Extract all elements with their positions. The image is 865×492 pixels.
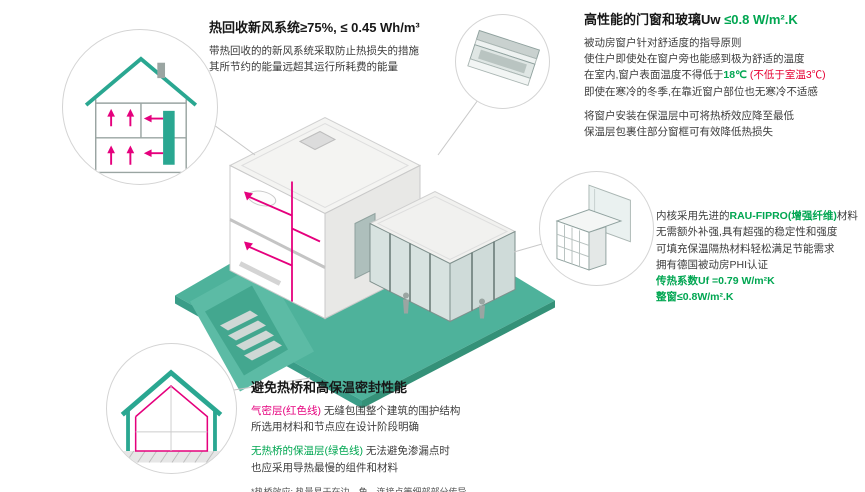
windows-line-2: 使住户即使处在窗户旁也能感到极为舒适的温度 xyxy=(584,53,805,66)
windows-title: 高性能的门窗和玻璃Uw ≤0.8 W/m².K xyxy=(584,12,860,29)
ventilation-line-2: 其所节约的能量远超其运行所耗费的能量 xyxy=(209,61,398,74)
windows-title-black: 高性能的门窗和玻璃Uw xyxy=(584,12,725,27)
callout-thermal-circle xyxy=(106,343,237,474)
house-illustration xyxy=(175,116,555,409)
windows-line-1: 被动房窗户针对舒适度的指导原则 xyxy=(584,36,742,49)
thermal-line-2: 所选用材料和节点应在设计阶段明确 xyxy=(251,421,419,434)
thermal-line-1: 气密层(红色线) 无缝包围整个建筑的围护结构 xyxy=(251,403,563,419)
windows-line-3-pre: 在室内,窗户表面温度不得低于 xyxy=(584,69,724,82)
thermal-line-3: 无热桥的保温层(绿色线) 无法避免渗漏点时 xyxy=(251,443,563,459)
profile-line-5: 传热系数Uf =0.79 W/m²K xyxy=(656,275,775,288)
spacer xyxy=(584,100,860,108)
profile-line-6: 整窗≤0.8W/m².K xyxy=(656,291,734,304)
thermal-line-1-red: 气密层(红色线) xyxy=(251,404,321,417)
profile-text-block: 内核采用先进的RAU-FIPRO(增强纤维)材料 无需额外补强,具有超强的稳定性… xyxy=(656,208,860,306)
thermal-line-1-rest: 无缝包围整个建筑的围护结构 xyxy=(321,404,461,417)
thermal-line-3-rest: 无法避免渗漏点时 xyxy=(363,445,450,458)
ventilation-ducts xyxy=(244,181,321,302)
profile-line-1-post: 材料 xyxy=(836,210,858,222)
thermal-line-3-green: 无热桥的保温层(绿色线) xyxy=(251,445,363,458)
callout-profile-circle xyxy=(539,171,654,286)
windows-line-3: 在室内,窗户表面温度不得低于18℃ (不低于室温3℃) xyxy=(584,67,860,83)
ventilation-title: 热回收新风系统≥75%, ≤ 0.45 Wh/m³ xyxy=(209,20,420,35)
thermal-line-4: 也应采用导热最慢的组件和材料 xyxy=(251,461,398,474)
thermal-text-block: 避免热桥和高保温密封性能 气密层(红色线) 无缝包围整个建筑的围护结构 所选用材… xyxy=(251,380,563,492)
garden-stairs xyxy=(220,310,282,361)
windows-line-4: 即使在寒冷的冬季,在靠近窗户部位也无寒冷不适感 xyxy=(584,85,818,98)
glass-wing xyxy=(368,190,517,323)
profile-line-1: 内核采用先进的RAU-FIPRO(增强纤维)材料 xyxy=(656,208,860,224)
ventilation-line-1: 带热回收的的新风系统采取防止热损失的措施 xyxy=(209,44,419,57)
thermal-title: 避免热桥和高保温密封性能 xyxy=(251,380,408,395)
thermal-footnote: *热桥效应: 热量易于在边、角、连接点等细部部分传导 xyxy=(251,486,467,492)
profile-line-1-green: RAU-FIPRO(增强纤维) xyxy=(729,210,837,222)
thermal-section-icon xyxy=(120,369,223,463)
profile-line-2: 无需额外补强,具有超强的稳定性和强度 xyxy=(656,226,838,239)
windows-line-3-red: (不低于室温3℃) xyxy=(746,69,826,82)
windows-line-3-green: 18℃ xyxy=(723,69,747,82)
windows-line-6: 保温层包裹住部分窗框可有效降低热损失 xyxy=(584,126,773,139)
windows-title-green: ≤0.8 W/m².K xyxy=(724,12,798,27)
people-figures xyxy=(403,292,485,319)
windows-text-block: 高性能的门窗和玻璃Uw ≤0.8 W/m².K 被动房窗户针对舒适度的指导原则 … xyxy=(584,12,860,140)
ventilation-section-icon xyxy=(84,56,198,174)
windows-line-5: 将窗户安装在保温层中可将热桥效应降至最低 xyxy=(584,109,794,122)
callout-ventilation-circle xyxy=(62,29,218,185)
ventilation-text-block: 热回收新风系统≥75%, ≤ 0.45 Wh/m³ 带热回收的的新风系统采取防止… xyxy=(209,20,467,75)
profile-line-4: 拥有德国被动房PHI认证 xyxy=(656,258,769,271)
callout-window-detail-circle xyxy=(455,14,550,109)
window-detail-icon xyxy=(467,29,541,87)
spacer xyxy=(251,435,563,443)
profile-line-1-pre: 内核采用先进的 xyxy=(656,210,730,222)
profile-line-3: 可填充保温隔热材料轻松满足节能需求 xyxy=(656,242,835,255)
window-profile-icon xyxy=(555,184,631,271)
